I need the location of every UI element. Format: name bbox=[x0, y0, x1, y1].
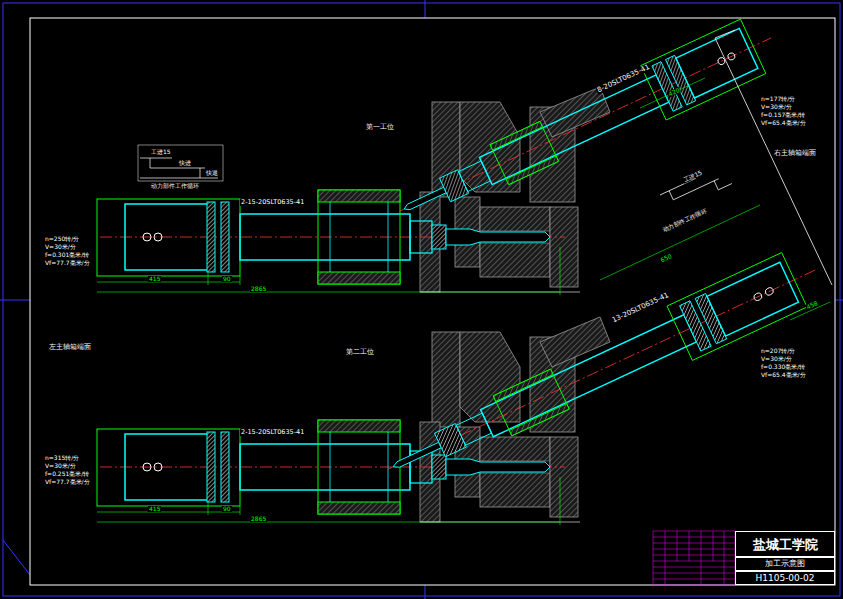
cutting-parameter: V=30米/分 bbox=[44, 463, 77, 469]
cutting-parameter: f=0.251毫米/转 bbox=[44, 471, 90, 477]
dimension: 650 bbox=[659, 253, 674, 264]
cycle-label: 动力部件工作循环 bbox=[661, 207, 709, 234]
station-label: 第一工位 bbox=[365, 124, 395, 131]
cycle-label: 快退 bbox=[205, 170, 219, 176]
cutting-parameter: f=0.301毫米/转 bbox=[44, 252, 90, 258]
spindle-code: 13-20SLT0635-41 bbox=[611, 292, 671, 325]
spindle-code: 8-20SLT0635-41 bbox=[596, 63, 652, 94]
cutting-parameter: Vf=77.7毫米/分 bbox=[44, 479, 91, 485]
dimension: 458 bbox=[805, 300, 820, 311]
dimension: 415 bbox=[148, 276, 161, 282]
cutting-parameter: n=315转/分 bbox=[44, 455, 80, 461]
cutting-parameter: V=30米/分 bbox=[760, 104, 793, 110]
cutting-parameter: V=30米/分 bbox=[44, 244, 77, 250]
drawing-title-cell: 加工示意图 bbox=[735, 557, 835, 571]
spindle-code: 2-15-20SLT0635-41 bbox=[240, 429, 305, 436]
drawing-number-cell: H1105-00-02 bbox=[735, 571, 835, 585]
cutting-parameter: V=30米/分 bbox=[760, 356, 793, 362]
school-name-cell: 盐城工学院 bbox=[735, 531, 835, 557]
cutting-parameter: n=207转/分 bbox=[760, 348, 796, 354]
dimension: 90 bbox=[222, 506, 232, 512]
end-face-label: 左主轴箱端面 bbox=[48, 344, 92, 351]
dimension: 415 bbox=[148, 506, 161, 512]
station-label: 第二工位 bbox=[345, 349, 375, 356]
dimension: 90 bbox=[222, 276, 232, 282]
dimension: 2865 bbox=[250, 286, 267, 292]
title-text: H1105-00-02 bbox=[755, 574, 814, 583]
dimension: 420 bbox=[667, 87, 682, 98]
cutting-parameter: n=177转/分 bbox=[760, 96, 796, 102]
cycle-label: 快进 bbox=[178, 160, 192, 166]
cycle-label: 动力部件工作循环 bbox=[150, 183, 200, 189]
cutting-parameter: f=0.330毫米/转 bbox=[760, 364, 806, 370]
cutting-parameter: Vf=77.7毫米/分 bbox=[44, 260, 91, 266]
dimension: 2865 bbox=[250, 516, 267, 522]
cutting-parameter: n=250转/分 bbox=[44, 236, 80, 242]
title-text: 加工示意图 bbox=[765, 560, 805, 568]
title-text: 盐城工学院 bbox=[753, 538, 818, 551]
cutting-parameter: Vf=65.4毫米/分 bbox=[760, 372, 807, 378]
end-face-label: 右主轴箱端面 bbox=[773, 150, 817, 157]
cycle-label: 工进15 bbox=[682, 169, 704, 184]
spindle-code: 2-15-20SLT0635-41 bbox=[240, 199, 305, 206]
cutting-parameter: Vf=65.4毫米/分 bbox=[760, 120, 807, 126]
cutting-parameter: f=0.157毫米/转 bbox=[760, 112, 806, 118]
cycle-label: 工进15 bbox=[150, 149, 172, 155]
